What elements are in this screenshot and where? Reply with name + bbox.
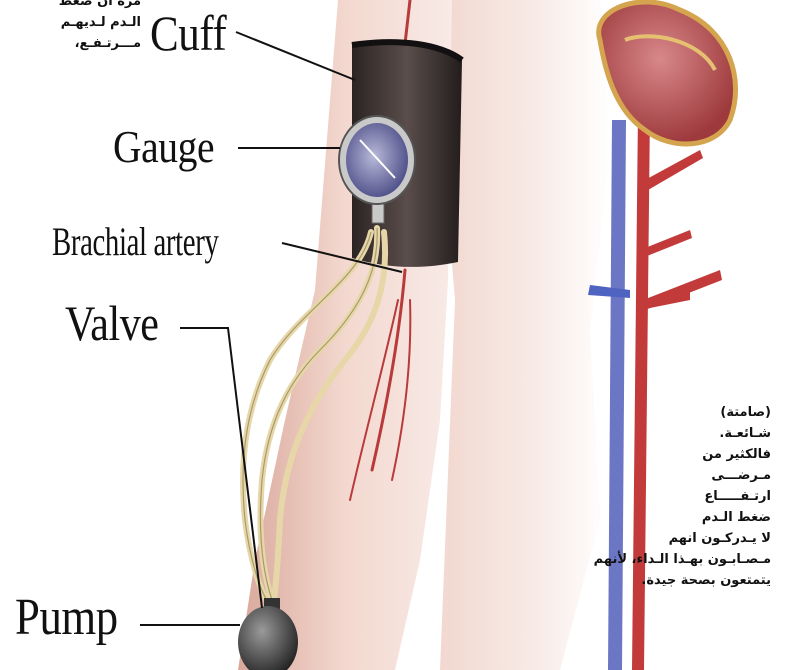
cuff-label: Cuff [150, 4, 226, 62]
arabic-text-bottom: (صامتة) شـائعـة. فالكثير من مـرضـــى ارت… [594, 402, 771, 591]
arabic-line: مرة أن ضغط [59, 0, 141, 12]
arabic-text-top: مرة أن ضغط الـدم لـديهـم مـــرتـفـع، [59, 0, 141, 54]
arabic-line: شـائعـة. [594, 423, 771, 444]
arabic-line: (صامتة) [594, 402, 771, 423]
arabic-line: يتمتعون بصحة جيدة. [594, 570, 771, 591]
valve-label: Valve [65, 294, 159, 352]
arabic-line: مـــرتـفـع، [59, 33, 141, 54]
arabic-line: مـرضـــى [594, 465, 771, 486]
brachial-artery-label: Brachial artery [52, 218, 219, 265]
arabic-line: ارتـفـــــاع [594, 486, 771, 507]
arabic-line: ضغط الـدم [594, 507, 771, 528]
arabic-line: مـصـابـون بهـذا الـداء، لأنهم [594, 549, 771, 570]
arabic-line: الـدم لـديهـم [59, 12, 141, 33]
arabic-line: فالكثير من [594, 444, 771, 465]
pump-label: Pump [15, 588, 118, 647]
gauge-label: Gauge [113, 120, 214, 173]
arabic-line: لا يـدركـون انهم [594, 528, 771, 549]
